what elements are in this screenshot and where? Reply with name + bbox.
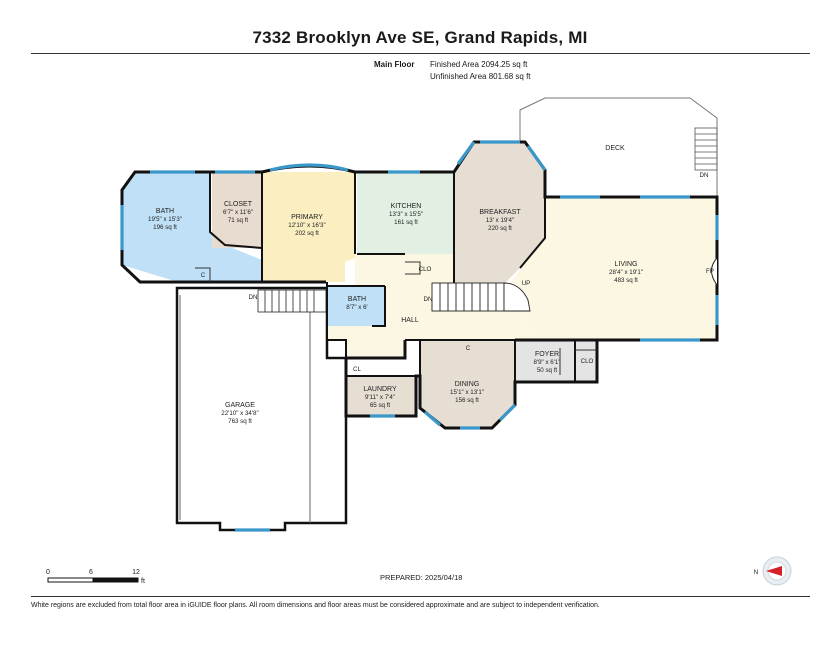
north-compass: N	[754, 556, 792, 586]
bath1-area: 196 sq ft	[153, 224, 177, 231]
breakfast-room	[454, 142, 545, 283]
closet-name: CLOSET	[224, 201, 253, 208]
dining-area: 156 sq ft	[455, 397, 479, 404]
kitchen-area: 161 sq ft	[394, 219, 418, 226]
garage-name: GARAGE	[225, 402, 255, 409]
finished-area: Finished Area 2094.25 sq ft	[430, 60, 528, 69]
c-label-1: C	[201, 272, 206, 279]
breakfast-name: BREAKFAST	[479, 209, 521, 216]
kitchen-room	[357, 172, 454, 254]
dining-name: DINING	[455, 381, 480, 388]
foyer-name: FOYER	[535, 351, 559, 358]
plan-title: 7332 Brooklyn Ave SE, Grand Rapids, MI	[252, 28, 588, 47]
bath1-name: BATH	[156, 208, 174, 215]
dining-dims: 15'1" x 13'1"	[450, 389, 484, 396]
exterior-wall-hall	[346, 340, 407, 360]
c-label-2: C	[466, 345, 471, 352]
laundry-room	[346, 376, 416, 416]
breakfast-area: 220 sq ft	[488, 225, 512, 232]
closet-room	[212, 172, 262, 248]
fp-label: FP	[706, 268, 714, 275]
foyer-area: 50 sq ft	[537, 367, 558, 374]
clo-label-1: CLO	[419, 266, 432, 273]
up-label: UP	[522, 280, 531, 287]
deck-name: DECK	[605, 145, 625, 152]
prepared-date: PREPARED: 2025/04/18	[380, 573, 463, 582]
bath2-dims: 8'7" x 6'	[346, 304, 367, 311]
dn-label-deck: DN	[700, 172, 709, 179]
primary-dims: 12'10" x 16'3"	[288, 222, 325, 229]
small-labels: C C CLO CLO CL DN DN DN UP FP	[201, 172, 714, 373]
top-divider	[31, 53, 810, 54]
garage-stair	[257, 289, 327, 313]
hall-name: HALL	[401, 317, 419, 324]
bath2-name: BATH	[348, 296, 366, 303]
living-name: LIVING	[615, 261, 638, 268]
compass-north-label: N	[754, 569, 758, 576]
foyer-dims: 8'9" x 6'1"	[533, 359, 560, 366]
clo-label-2: CLO	[581, 358, 594, 365]
garage-area	[175, 286, 348, 532]
scale-tick-0: 0	[46, 569, 50, 576]
primary-area: 202 sq ft	[295, 230, 319, 237]
room-labels: BATH 19'5" x 15'3" 196 sq ft CLOSET 6'7"…	[148, 145, 643, 425]
closet-dims: 6'7" x 11'6"	[223, 209, 253, 216]
foyer-room	[515, 340, 597, 382]
bath1-room	[122, 172, 262, 282]
dining-room	[420, 340, 515, 428]
cl-label: CL	[353, 366, 361, 373]
floor-name: Main Floor	[374, 60, 415, 69]
scale-tick-6: 6	[89, 569, 93, 576]
main-stair	[431, 282, 531, 312]
fireplace	[711, 257, 718, 286]
primary-name: PRIMARY	[291, 214, 323, 221]
windows	[120, 140, 719, 532]
unfinished-area: Unfinished Area 801.68 sq ft	[430, 72, 531, 81]
living-dims: 28'4" x 19'1"	[609, 269, 643, 276]
garage-dims: 22'10" x 34'8"	[221, 410, 258, 417]
bath1-dims: 19'5" x 15'3"	[148, 216, 182, 223]
laundry-name: LAUNDRY	[363, 386, 397, 393]
living-room	[510, 197, 717, 340]
closet-area: 71 sq ft	[228, 217, 249, 224]
scale-tick-12: 12	[132, 569, 140, 576]
bath2-room	[327, 286, 385, 326]
kitchen-dims: 13'3" x 15'5"	[389, 211, 423, 218]
scale-bar: 0 6 12 ft	[46, 569, 145, 585]
closet-swing	[195, 261, 597, 375]
garage-area: 763 sq ft	[228, 418, 252, 425]
dn-label-hall: DN	[424, 296, 433, 303]
interior-walls	[209, 172, 576, 382]
breakfast-dims: 13' x 19'4"	[486, 217, 514, 224]
laundry-area: 65 sq ft	[370, 402, 391, 409]
deck-stairs	[694, 127, 718, 171]
living-area: 483 sq ft	[614, 277, 638, 284]
hall-area	[327, 254, 530, 358]
kitchen-name: KITCHEN	[391, 203, 422, 210]
bottom-divider	[31, 596, 810, 597]
primary-room	[262, 172, 355, 282]
laundry-dims: 9'11" x 7'4"	[365, 394, 395, 401]
dn-label-garage: DN	[249, 294, 258, 301]
scale-unit: ft	[141, 578, 145, 585]
disclaimer: White regions are excluded from total fl…	[31, 602, 600, 609]
